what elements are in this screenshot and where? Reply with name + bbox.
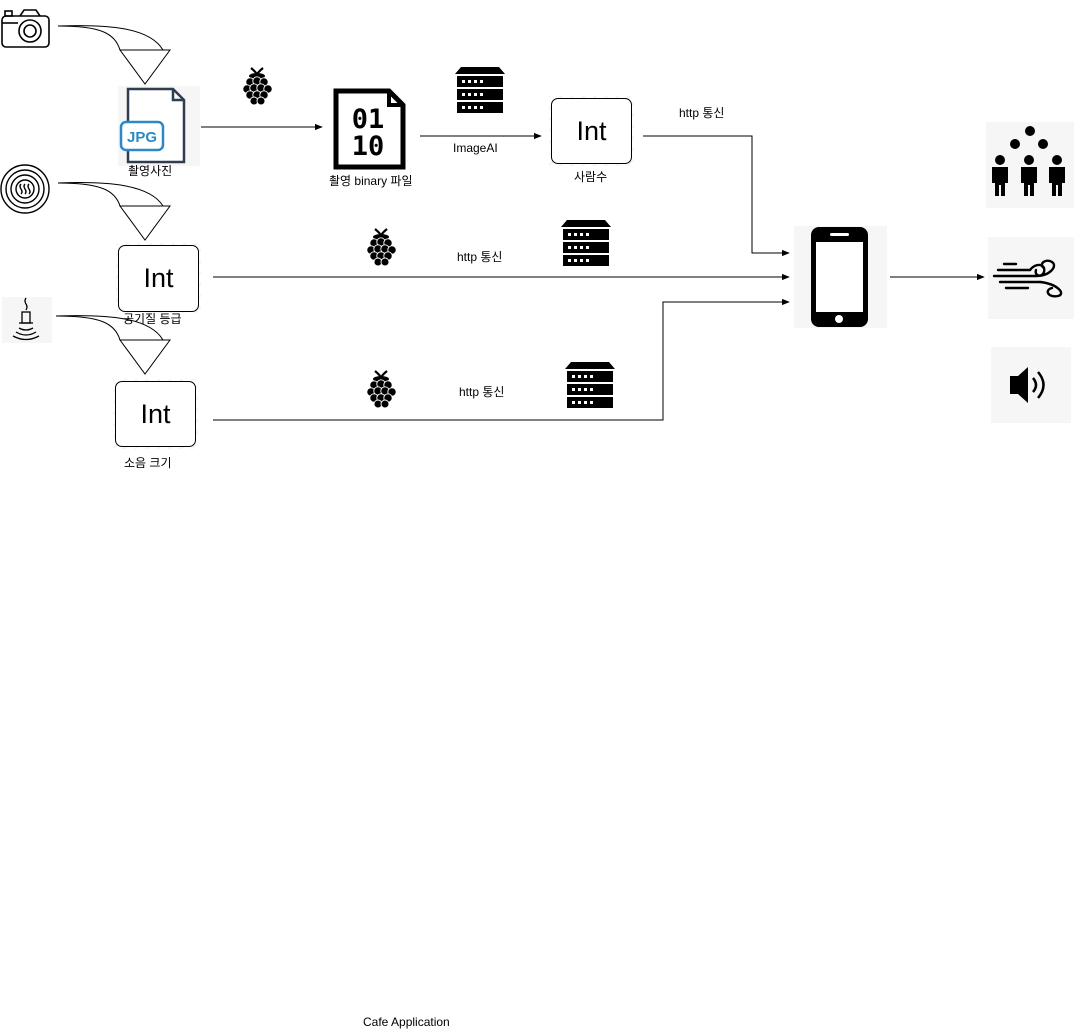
people-count-label: 사람수	[574, 170, 608, 184]
wind-icon	[988, 237, 1074, 319]
http-label-1: http 통신	[679, 106, 725, 120]
curved-arrow-air	[57, 182, 171, 241]
people-int-box: Int	[551, 98, 632, 164]
server-icon	[565, 362, 615, 408]
air-int-box: Int	[118, 245, 199, 312]
binary-digits-bottom: 10	[352, 131, 385, 162]
curved-arrow-camera	[57, 25, 171, 85]
binary-file-label: 촬영 binary 파일	[329, 174, 413, 188]
imageai-label: ImageAI	[453, 141, 498, 155]
camera-icon	[1, 9, 50, 48]
speaker-icon	[991, 347, 1071, 423]
binary-file-icon	[333, 88, 406, 170]
raspberry-pi-icon	[241, 66, 274, 107]
edge-people-to-phone	[643, 135, 790, 257]
edge-noise-to-phone	[213, 298, 790, 421]
jpg-file-icon	[118, 86, 200, 166]
air-sensor-icon	[0, 164, 50, 214]
raspberry-pi-icon	[365, 227, 398, 268]
noise-level-label: 소음 크기	[124, 456, 172, 470]
http-label-2: http 통신	[457, 250, 503, 264]
server-icon	[455, 67, 505, 113]
air-quality-label: 공기질 등급	[123, 312, 182, 326]
people-icon	[986, 122, 1074, 208]
noise-int-box: Int	[115, 381, 196, 447]
photo-label: 촬영사진	[128, 164, 173, 178]
raspberry-pi-icon	[365, 369, 398, 410]
jpg-badge-text: JPG	[127, 129, 157, 146]
http-label-3: http 통신	[459, 385, 505, 399]
binary-digits-top: 01	[352, 104, 385, 135]
bottom-title: Cafe Application	[363, 1015, 450, 1029]
curved-arrow-sound	[55, 315, 171, 375]
sound-sensor-icon	[2, 297, 52, 343]
server-icon	[561, 220, 611, 266]
smartphone-icon	[794, 226, 887, 328]
